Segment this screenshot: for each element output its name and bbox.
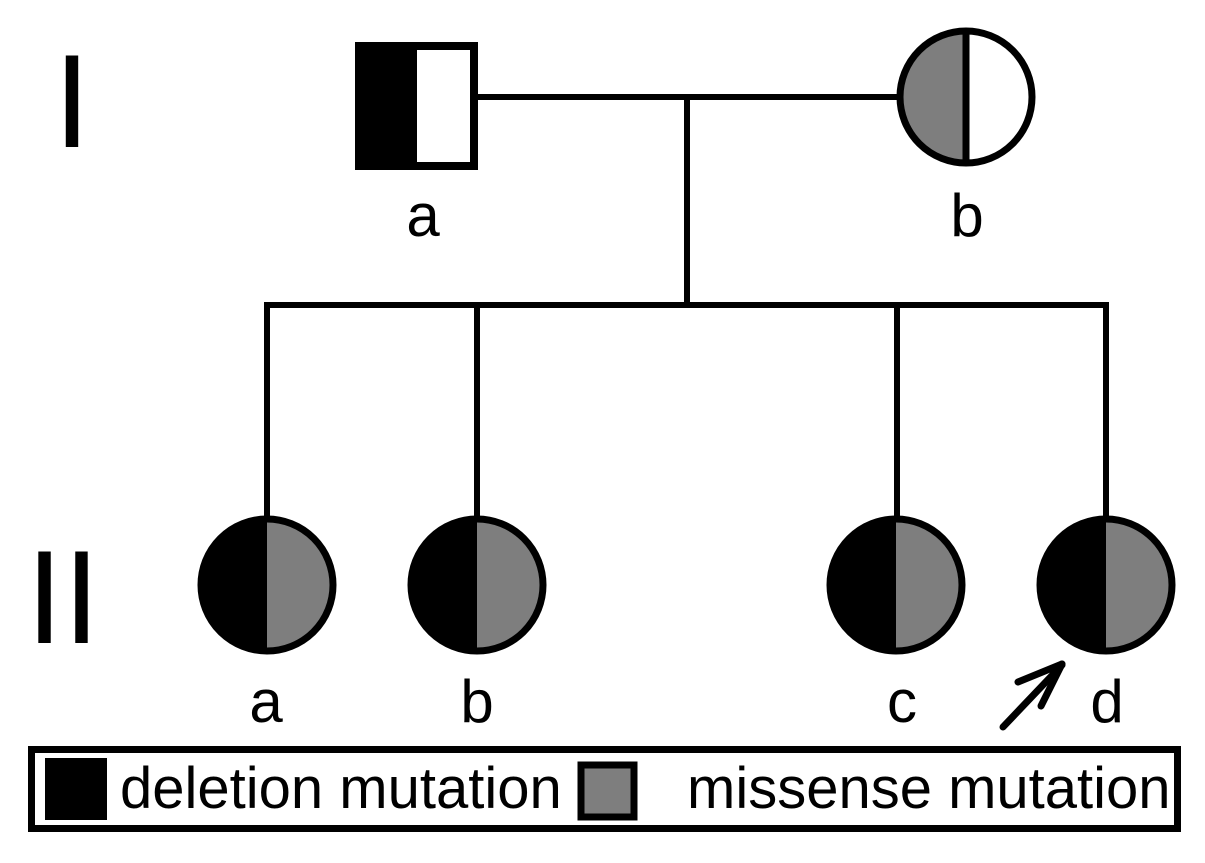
individual-II-b: b bbox=[407, 515, 547, 735]
female-symbol-outline bbox=[1036, 515, 1176, 655]
legend-box bbox=[28, 746, 1181, 832]
female-symbol-outline bbox=[197, 515, 337, 655]
deletion-half bbox=[411, 519, 477, 651]
individual-label: b bbox=[460, 668, 493, 735]
individual-II-a: a bbox=[197, 515, 337, 735]
legend-swatch-missense bbox=[577, 761, 638, 821]
individual-label: d bbox=[1090, 668, 1123, 735]
deletion-half bbox=[1040, 519, 1106, 651]
proband-arrow-icon bbox=[999, 660, 1066, 731]
legend-label-missense: missense mutation bbox=[687, 756, 1171, 821]
male-symbol-outline bbox=[355, 42, 478, 170]
generation-label-I: I bbox=[54, 28, 91, 176]
family-lines bbox=[264, 94, 1109, 520]
deletion-half bbox=[830, 519, 896, 651]
individual-I-a: a bbox=[355, 42, 478, 249]
arrow-barb-left bbox=[1014, 660, 1066, 686]
legend-label-deletion: deletion mutation bbox=[120, 756, 562, 821]
individual-label: a bbox=[249, 668, 283, 735]
individual-II-d: d bbox=[1036, 515, 1176, 735]
female-symbol-outline bbox=[896, 27, 1036, 167]
female-symbol-outline bbox=[407, 515, 547, 655]
missense-half bbox=[900, 31, 966, 163]
generation-label-II: II bbox=[26, 524, 100, 672]
individual-II-c: c bbox=[826, 515, 966, 735]
legend-swatch-deletion bbox=[45, 758, 107, 820]
individual-label: a bbox=[406, 182, 440, 249]
deletion-half bbox=[355, 42, 417, 170]
arrow-shaft bbox=[999, 661, 1066, 731]
individual-label: c bbox=[887, 668, 917, 735]
arrow-barb-bottom bbox=[1037, 660, 1066, 710]
female-symbol-outline bbox=[826, 515, 966, 655]
individual-I-b: b bbox=[896, 27, 1036, 249]
legend: deletion mutation missense mutation bbox=[28, 746, 1181, 832]
individual-label: b bbox=[950, 182, 983, 249]
deletion-half bbox=[201, 519, 267, 651]
